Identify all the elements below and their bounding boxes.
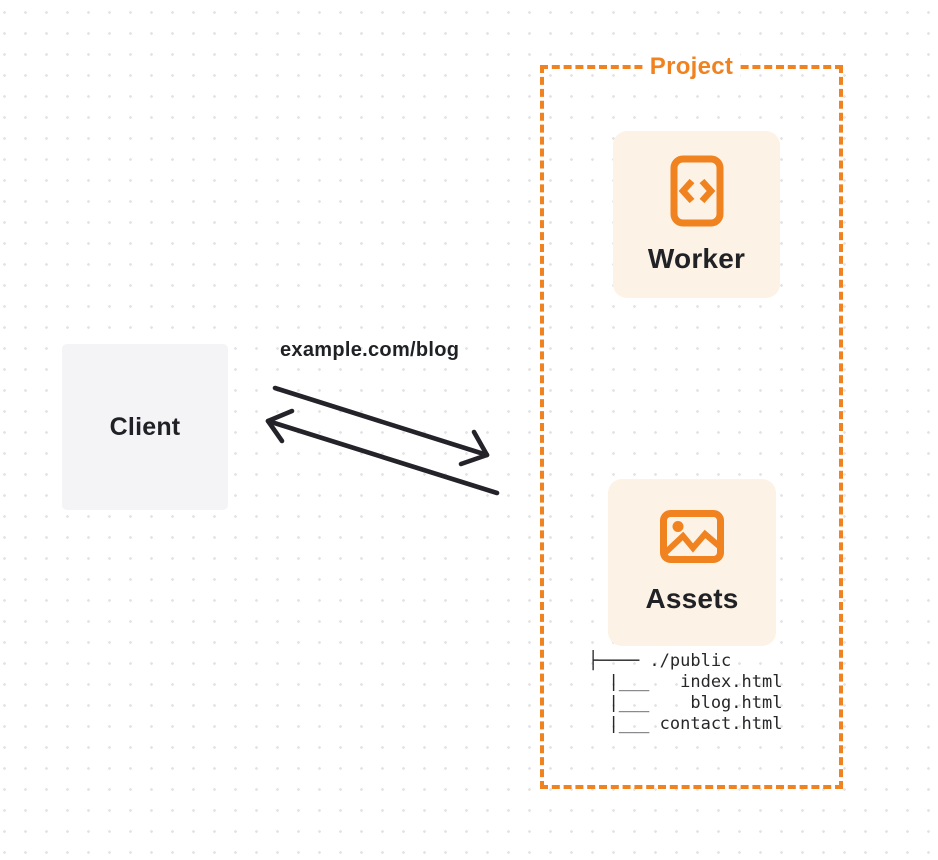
worker-card: Worker <box>613 131 780 298</box>
image-icon <box>660 510 724 563</box>
assets-file-tree: ├──── ./public |___ index.html |___ blog… <box>588 651 782 735</box>
response-arrowhead-icon <box>265 408 295 444</box>
file-tree-line: ├──── ./public <box>588 651 732 671</box>
request-url-label: example.com/blog <box>280 339 460 361</box>
assets-label: Assets <box>645 583 739 614</box>
code-file-icon <box>670 155 724 227</box>
file-tree-line: |___ index.html <box>588 672 783 692</box>
client-node: Client <box>62 344 228 510</box>
project-label: Project <box>642 53 741 81</box>
request-arrowhead-icon <box>458 429 490 467</box>
client-label: Client <box>109 412 181 441</box>
assets-card: Assets <box>608 479 776 646</box>
project-boundary: Project Worker Assets <box>540 53 843 789</box>
file-tree-line: |___ contact.html <box>588 714 783 734</box>
worker-label: Worker <box>647 242 746 274</box>
file-tree-line: |___ blog.html <box>588 693 783 713</box>
request-arrow-line <box>272 385 490 458</box>
response-arrow-line <box>265 418 500 496</box>
